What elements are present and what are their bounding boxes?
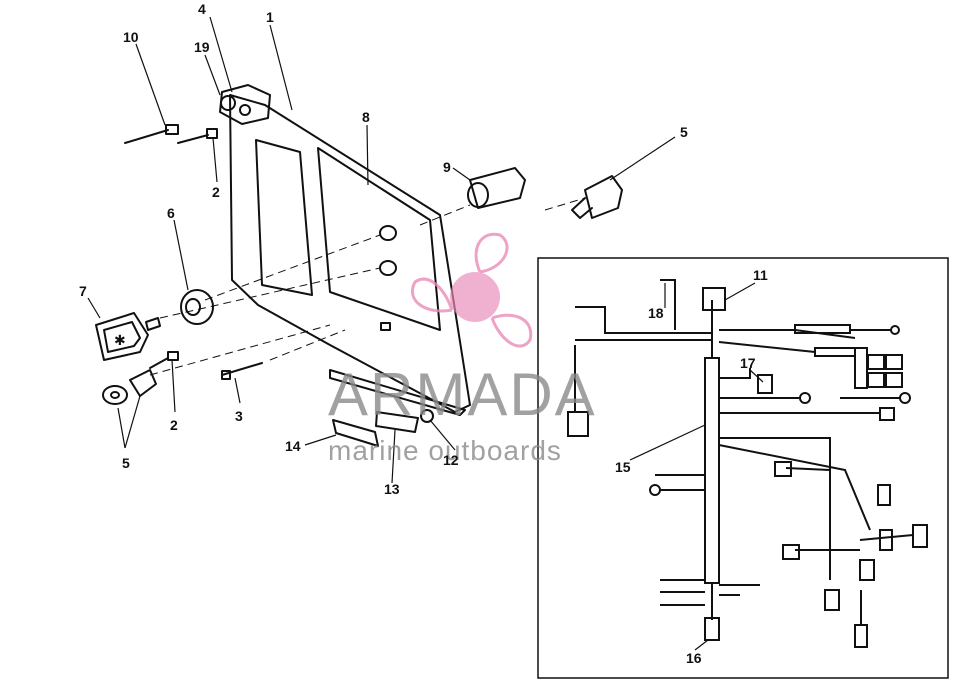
mount-plate-13 xyxy=(375,411,419,433)
wiring-harness-inset xyxy=(537,257,949,679)
screw-3 xyxy=(221,362,263,380)
callout-5-upper: 5 xyxy=(680,124,688,140)
callout-1: 1 xyxy=(266,9,274,25)
armada-watermark: ARMADA marine outboards xyxy=(328,232,597,466)
callout-14: 14 xyxy=(285,438,301,454)
callout-10: 10 xyxy=(123,29,139,45)
callout-7: 7 xyxy=(79,283,87,299)
control-panel xyxy=(229,94,471,416)
callout-8: 8 xyxy=(362,109,370,125)
callout-11: 11 xyxy=(753,267,768,283)
callout-15: 15 xyxy=(615,459,631,475)
warning-lamp: ✱ xyxy=(95,312,161,361)
callout-18: 18 xyxy=(648,305,664,321)
callout-5-lower: 5 xyxy=(122,455,130,471)
star-warning-icon: ✱ xyxy=(114,333,126,349)
grommet-5 xyxy=(102,369,157,405)
callout-4: 4 xyxy=(198,1,206,17)
callout-16: 16 xyxy=(686,650,702,666)
callout-12: 12 xyxy=(443,452,459,468)
watermark-brand: ARMADA xyxy=(328,361,597,428)
mount-plate-14 xyxy=(332,419,379,447)
callout-6: 6 xyxy=(167,205,175,221)
propeller-logo-icon xyxy=(411,232,533,348)
callout-19: 19 xyxy=(194,39,210,55)
callout-17: 17 xyxy=(740,355,756,371)
nut-12 xyxy=(420,409,434,423)
screw-2-upper xyxy=(177,128,218,144)
screw-2-lower xyxy=(149,351,179,369)
callout-2-lower: 2 xyxy=(170,417,178,433)
screw-10 xyxy=(124,124,179,144)
callout-3: 3 xyxy=(235,408,243,424)
watermark-tagline: marine outboards xyxy=(328,435,562,466)
callout-13: 13 xyxy=(384,481,400,497)
toggle-switch xyxy=(571,175,623,219)
upper-bracket xyxy=(219,84,271,125)
callout-2-upper: 2 xyxy=(212,184,220,200)
callout-9: 9 xyxy=(443,159,451,175)
lamp-nut xyxy=(180,289,214,325)
ignition-switch xyxy=(467,167,526,209)
